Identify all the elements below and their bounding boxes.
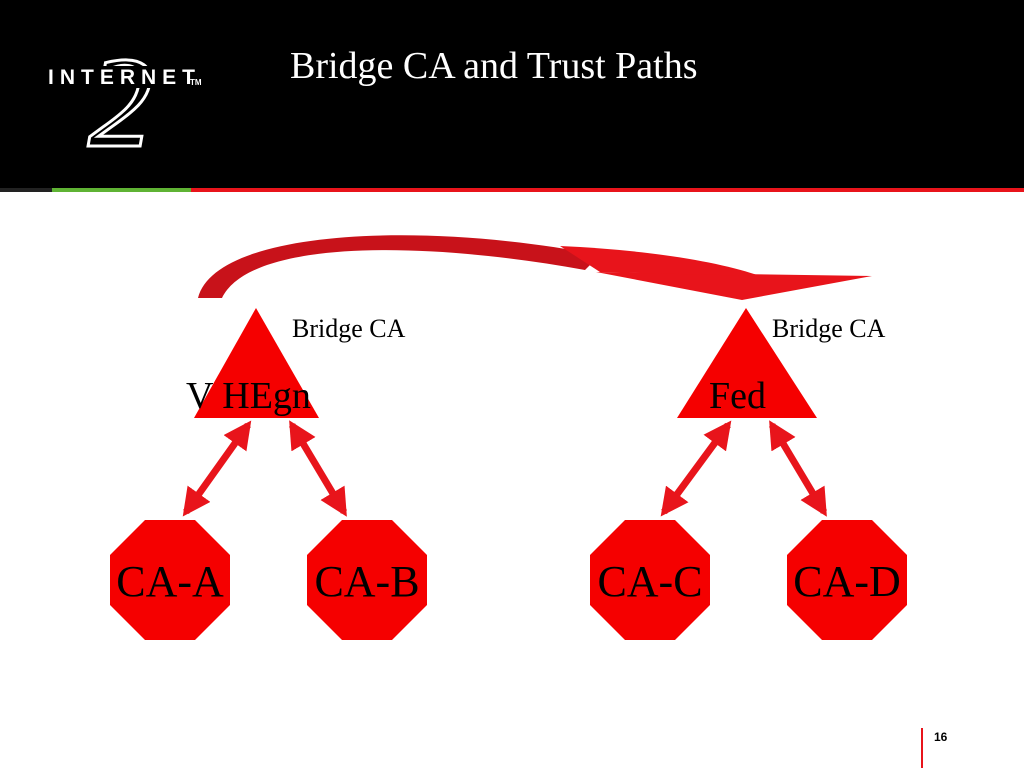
trust-path-diagram: Bridge CA V HEgn Bridge CA Fed CA-A CA-B…	[110, 235, 907, 640]
cross-certification-arrow-head	[596, 272, 872, 300]
left-bridge-name: V HEgn	[186, 375, 311, 417]
svg-text:2: 2	[88, 38, 153, 153]
right-bridge-label: Bridge CA	[772, 314, 886, 343]
left-bridge-triangle	[194, 308, 319, 418]
trust-arrow-d	[768, 420, 828, 517]
ca-d-octagon	[787, 520, 907, 640]
page-title: Bridge CA and Trust Paths	[290, 45, 698, 87]
ca-a-octagon	[110, 520, 230, 640]
trust-arrow-a	[182, 420, 252, 517]
left-bridge-label: Bridge CA	[292, 314, 406, 343]
page-number-rule	[921, 728, 923, 768]
trust-arrow-c	[660, 420, 732, 517]
ca-a-label: CA-A	[116, 557, 224, 606]
ca-d-label: CA-D	[793, 557, 901, 606]
svg-text:INTERNET: INTERNET	[48, 66, 201, 89]
right-bridge-triangle	[677, 308, 817, 418]
internet2-logo: 2 INTERNET TM	[44, 38, 202, 153]
cross-certification-arrow	[198, 235, 600, 298]
page-number: 16	[934, 730, 948, 744]
header-rule-green	[52, 188, 191, 192]
ca-c-label: CA-C	[597, 557, 702, 606]
svg-text:TM: TM	[190, 78, 202, 87]
right-bridge-name: Fed	[709, 375, 766, 417]
header-rule-dark	[0, 188, 52, 192]
header-rule-red	[191, 188, 1024, 192]
ca-b-octagon	[307, 520, 427, 640]
cross-certification-arrow-body	[560, 246, 760, 276]
ca-c-octagon	[590, 520, 710, 640]
trust-arrow-b	[288, 420, 348, 517]
ca-b-label: CA-B	[314, 557, 419, 606]
header-bar: 2 INTERNET TM Bridge CA and Trust Paths	[0, 0, 1024, 188]
